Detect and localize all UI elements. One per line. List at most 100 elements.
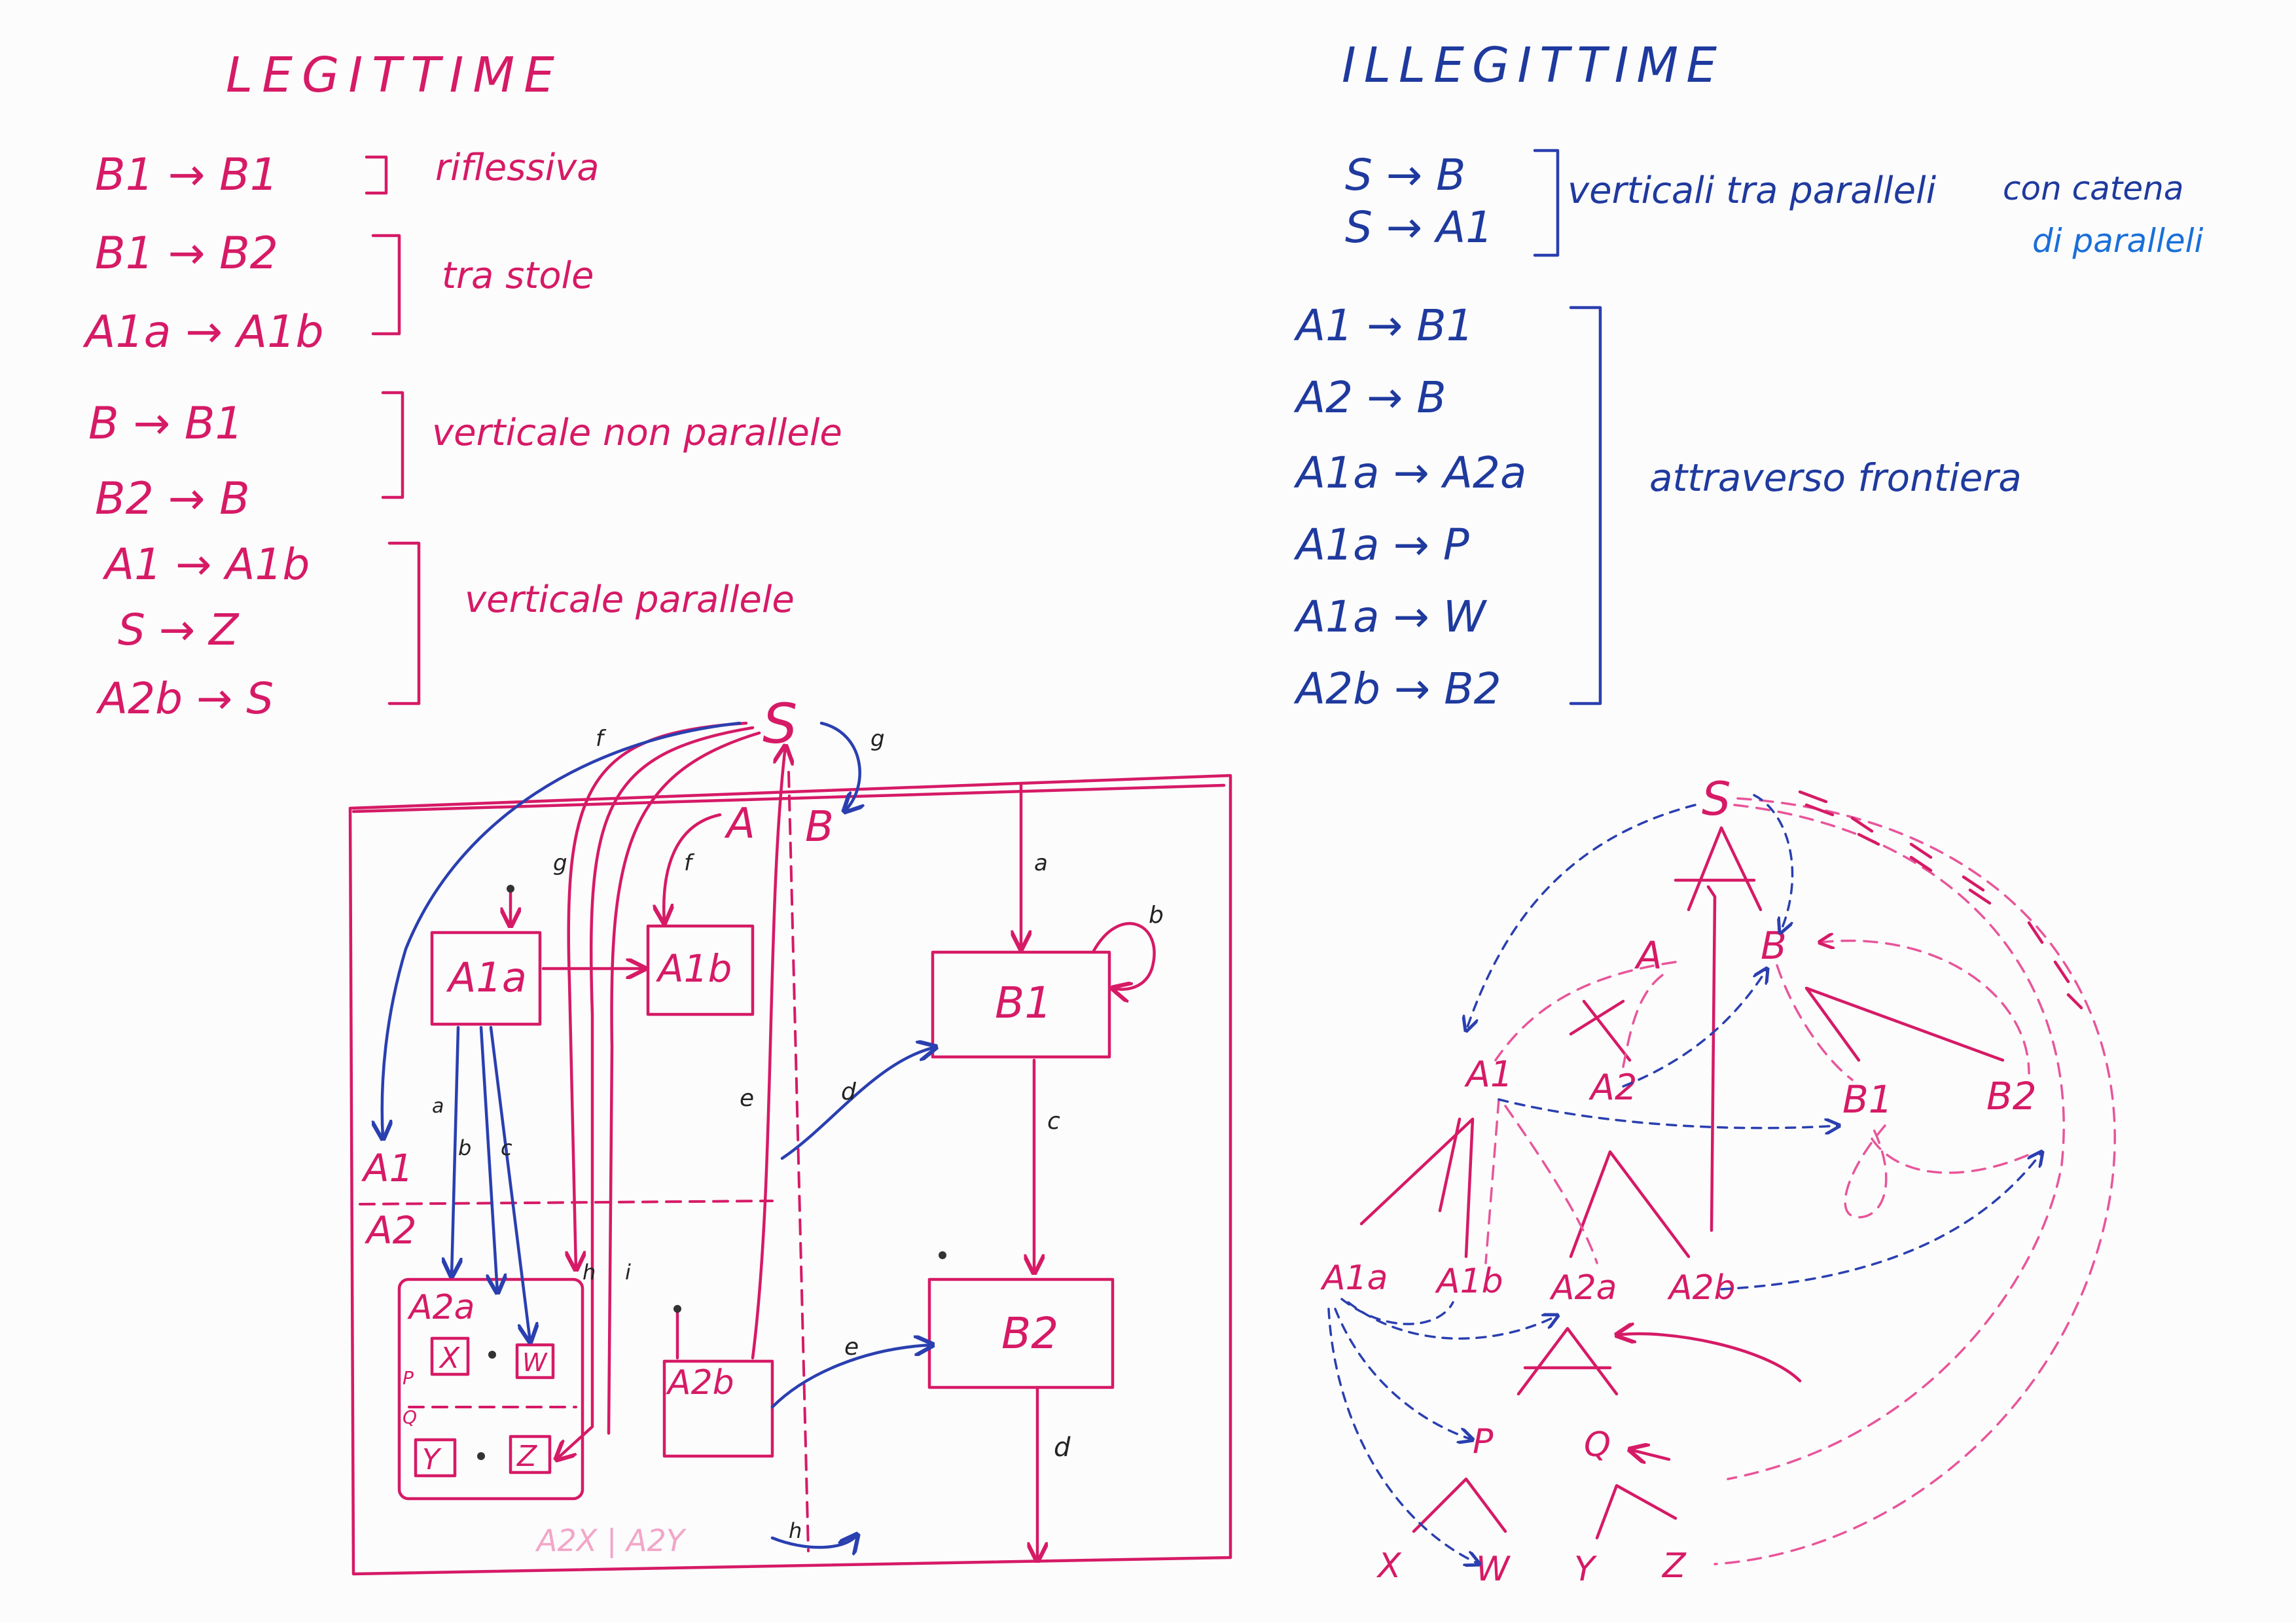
tree-node-A1b: A1b: [1435, 1262, 1503, 1301]
label-a: a: [432, 1095, 444, 1118]
transition-h-bottom: [770, 1535, 857, 1547]
transition-b-selfloop: [1091, 922, 1156, 989]
region-divider: [787, 771, 810, 1552]
state-B1: B1: [995, 978, 1052, 1028]
transition-f-A-A1b: [664, 813, 722, 923]
tree-node-P: P: [1473, 1422, 1494, 1461]
label-g: g: [553, 850, 567, 876]
state-S: S: [762, 692, 797, 756]
tree-blue-arrow-A1a-P: [1334, 1308, 1473, 1440]
tree-or-edge: [1776, 964, 1854, 1081]
illegit-row: A1a → W: [1293, 592, 1488, 642]
transition-f-S-A1: [382, 721, 742, 1139]
state-box-Z: [509, 1435, 552, 1474]
state-box-A1a: [430, 931, 542, 1026]
legit-group-label: riflessiva: [435, 147, 600, 189]
illegit-row: S → B: [1345, 150, 1465, 200]
tree-node-S: S: [1702, 772, 1731, 826]
transition-g: [607, 731, 761, 1435]
initial-dot: [477, 1452, 485, 1460]
region-divider: [359, 1200, 774, 1205]
tree-and-edge: [1516, 1327, 1619, 1396]
legit-row: S → Z: [118, 605, 240, 655]
tree-or-edge: [1340, 1298, 1454, 1325]
label-h: h: [583, 1260, 596, 1285]
transition-b-A1a-P: [479, 1026, 497, 1293]
state-box-X: [430, 1336, 470, 1376]
state-box-Y: [414, 1438, 457, 1478]
tree-blue-arrow-A1a-A2a: [1347, 1301, 1558, 1340]
illegit-row: S → A1: [1345, 202, 1493, 253]
label-b: b: [1149, 902, 1164, 929]
tree-node-B: B: [1761, 923, 1787, 968]
state-A2: A2: [364, 1208, 417, 1253]
label-f: f: [596, 726, 607, 752]
tree-node-Y: Y: [1574, 1550, 1598, 1589]
illegit-row: A1a → P: [1293, 520, 1469, 570]
state-A: A: [724, 800, 755, 848]
tree-node-X: X: [1376, 1546, 1402, 1586]
state-box-B2: [927, 1277, 1115, 1389]
illegit-note: con catena: [2003, 169, 2184, 207]
state-A2b: A2b: [666, 1363, 734, 1402]
label-i: i: [625, 1260, 631, 1285]
tree-edge: [1804, 986, 2005, 1062]
label-a: a: [1034, 850, 1048, 876]
state-box-A2b: [662, 1359, 774, 1458]
tree-or-edge: [1484, 1098, 1500, 1264]
tree-node-Z: Z: [1661, 1546, 1687, 1586]
legit-row: A2b → S: [96, 673, 274, 724]
tree-or-edge: [1727, 804, 2065, 1480]
illegit-row: A1 → B1: [1293, 300, 1474, 351]
state-box-B1: [931, 950, 1111, 1059]
illegit-row: A2b → B2: [1293, 664, 1501, 714]
state-Y: Y: [422, 1443, 442, 1476]
illegit-label: attraverso frontiera: [1649, 455, 2022, 500]
tree-blue-arrow-A1a-W: [1327, 1308, 1479, 1564]
bracket: [381, 391, 404, 499]
tree-blue-arrow-A2-B: [1622, 969, 1767, 1088]
state-B: B: [805, 803, 834, 851]
tree-node-A1: A1: [1464, 1054, 1513, 1095]
statechart-diagram: S A B A1 A2 A1a A1b B1 B2 A2b A2a P Q X …: [348, 692, 1232, 1576]
label-c: c: [1047, 1108, 1060, 1135]
transition-g-S-B: [819, 721, 860, 812]
legit-row: A1a → A1b: [82, 306, 324, 358]
transition-e-A2b-S: [751, 746, 785, 1360]
state-A1a: A1a: [446, 954, 527, 1001]
initial-dot: [673, 1305, 681, 1313]
tree-edge: [1412, 1477, 1507, 1533]
label-c: c: [501, 1135, 512, 1160]
faint-text: A2X | A2Y: [535, 1523, 687, 1559]
transition-d-A1-B1: [780, 1047, 936, 1160]
tree-edge: [1595, 1484, 1677, 1540]
initial-dot: [939, 1251, 946, 1259]
tree-or-edge: [1622, 974, 1664, 1068]
state-A1b: A1b: [655, 946, 732, 991]
legit-row: B1 → B1: [95, 149, 278, 201]
state-W: W: [522, 1348, 548, 1377]
label-g: g: [870, 726, 885, 752]
tree-node-W: W: [1476, 1550, 1511, 1589]
tree-edge: [1359, 1117, 1475, 1258]
legit-group-label: tra stole: [442, 255, 594, 297]
illegit-row: A1a → A2a: [1293, 448, 1526, 498]
tree-edge: [1617, 1334, 1802, 1383]
bracket: [387, 541, 421, 705]
state-A1: A1: [361, 1146, 414, 1190]
transition-e-A2b-B2: [770, 1345, 933, 1409]
illegit-top-label: verticali tra paralleli: [1568, 169, 1937, 212]
legit-group-label: verticale parallele: [465, 579, 795, 621]
transition-i: [556, 726, 755, 1459]
label-d: d: [841, 1079, 857, 1105]
legit-section: LEGITTIME B1 → B1 B1 → B2 A1a → A1b B → …: [82, 47, 842, 724]
state-B2: B2: [1001, 1308, 1058, 1359]
tree-or-edge: [1713, 797, 2116, 1565]
initial-dot: [507, 885, 514, 893]
legit-row: B2 → B: [95, 473, 250, 525]
bracket: [1569, 306, 1602, 705]
state-X: X: [439, 1342, 460, 1375]
tree-or-edge: [1820, 940, 2030, 1075]
tree-blue-arrow-S-A1: [1466, 804, 1696, 1031]
